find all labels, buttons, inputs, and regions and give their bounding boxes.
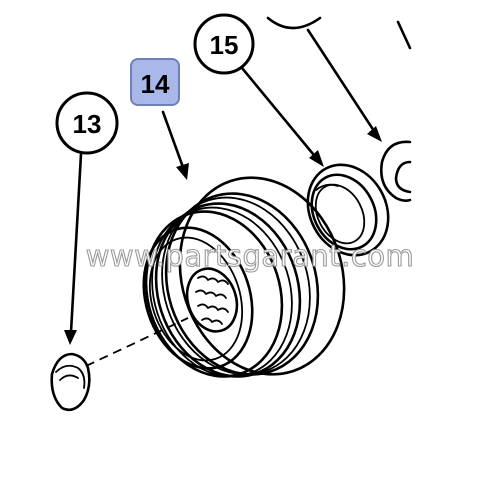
assembly-axis-dashed [85, 317, 189, 367]
leader-arrow-partial [306, 28, 382, 142]
callout-14-label: 14 [141, 69, 170, 99]
callout-14[interactable]: 14 [130, 58, 180, 106]
callout-13-circle [55, 91, 119, 155]
callout-14-highlight [130, 58, 180, 106]
leader-arrow-15 [240, 66, 324, 167]
adjacent-part-right [380, 140, 412, 202]
callout-13[interactable]: 13 [55, 91, 119, 155]
watermark-text: www.partsgarant.com [86, 239, 415, 273]
leader-arrow-14 [161, 110, 189, 180]
callout-15[interactable]: 15 [193, 13, 255, 75]
callout-13-label: 13 [73, 109, 102, 139]
callout-partial-circle [266, 16, 322, 30]
leader-arrow-13 [64, 152, 83, 345]
callout-15-label: 15 [210, 30, 239, 60]
edge-line-top-right [396, 20, 412, 50]
pulley-part-14 [142, 176, 346, 378]
callout-15-circle [193, 13, 255, 75]
plug-part-13 [50, 352, 91, 412]
seal-ring-part-15 [306, 163, 390, 257]
